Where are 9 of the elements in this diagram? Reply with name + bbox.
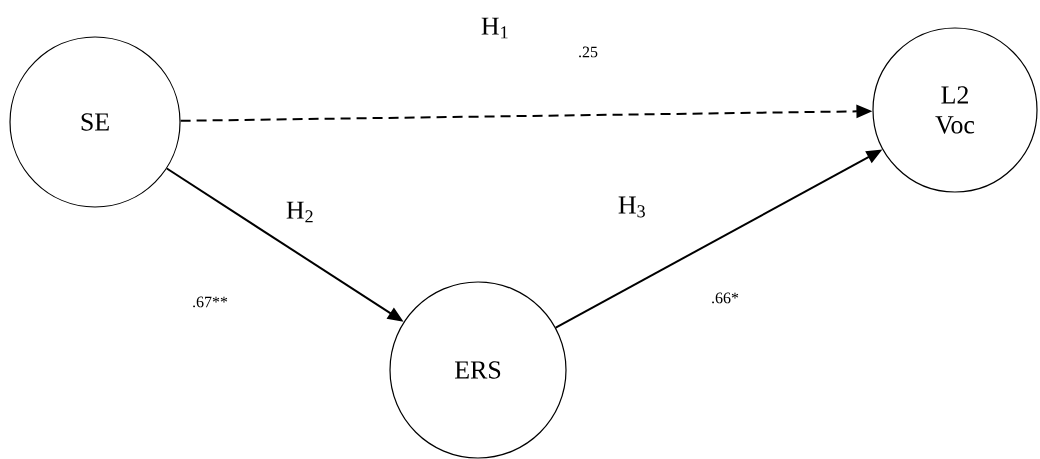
circle-node: ERS [389,281,567,459]
coefficient-label: .66* [712,292,739,304]
circle-node: SE [9,36,181,208]
hypothesis-label: H$_{1}$ [481,17,508,39]
coefficient-label: .67** [193,296,228,308]
coefficient-label: .25 [579,46,598,58]
circle-node: L2 Voc [872,27,1038,193]
hypothesis-label: H$_{3}$ [618,196,645,218]
hypothesis-label: H$_{2}$ [286,201,313,223]
